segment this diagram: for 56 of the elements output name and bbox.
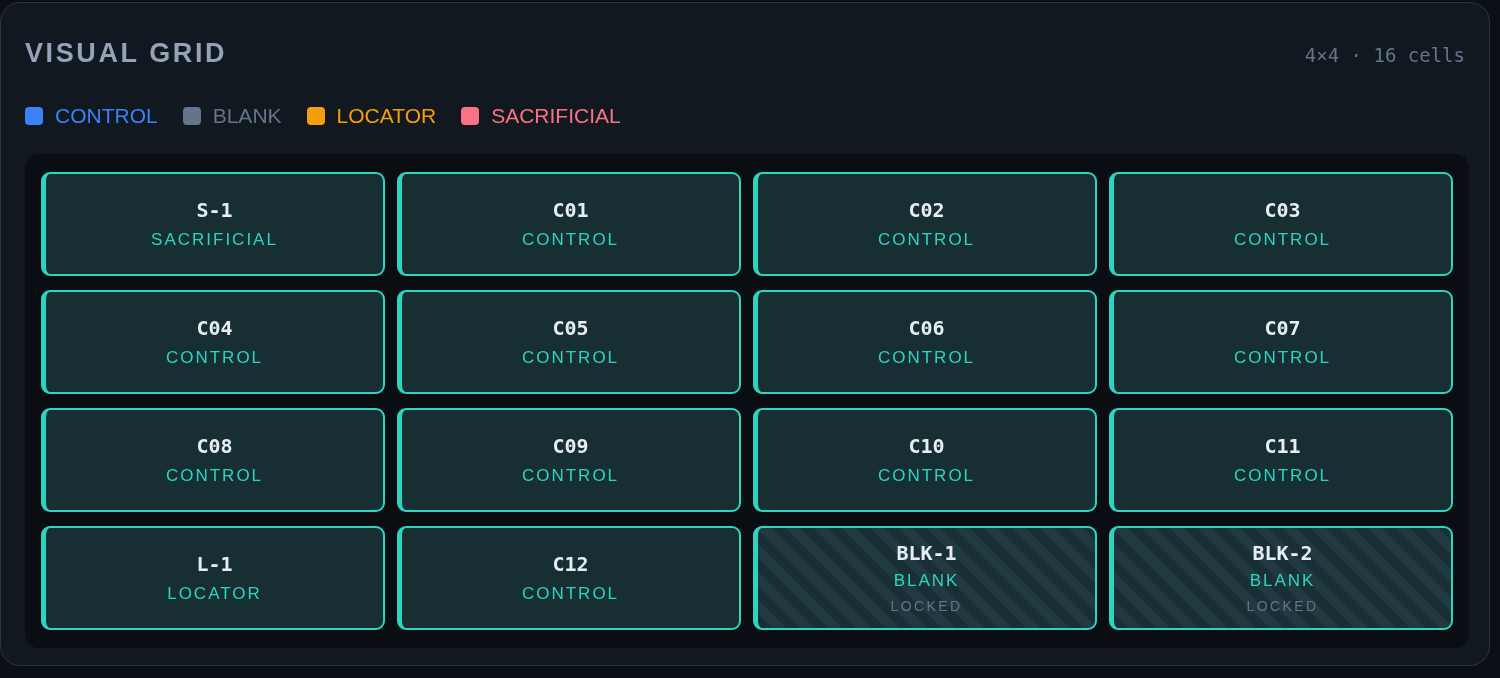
cell-id: C12 (552, 552, 589, 576)
cell-id: C07 (1264, 316, 1301, 340)
grid-cell (753, 526, 1097, 630)
cell-id: C06 (908, 316, 945, 340)
grid-cell (397, 172, 741, 276)
grid-cell (1109, 408, 1453, 512)
grid-cell (1109, 526, 1453, 630)
grid-cell (1109, 172, 1453, 276)
cell-type: CONTROL (1233, 230, 1332, 250)
legend-label: CONTROL (55, 103, 158, 129)
cell-type: CONTROL (1233, 348, 1332, 368)
grid-cell (41, 408, 385, 512)
cell-type: BLANK (1249, 571, 1316, 591)
cell-type: SACRIFICIAL (151, 230, 278, 250)
legend-label: SACRIFICIAL (491, 103, 621, 129)
cell-id: C03 (1264, 198, 1301, 222)
panel-title: VISUAL GRID (25, 37, 228, 69)
cell-id: C08 (196, 434, 233, 458)
grid-cell (753, 408, 1097, 512)
legend-label: BLANK (212, 103, 282, 129)
cell-type: CONTROL (521, 230, 620, 250)
lock-status: LOCKED (1246, 597, 1319, 615)
cell-id: C11 (1264, 434, 1301, 458)
cell-id: C02 (908, 198, 945, 222)
cell-type: LOCATOR (167, 584, 262, 604)
lock-status: LOCKED (890, 597, 963, 615)
legend-label: LOCATOR (336, 103, 437, 129)
grid-size-label: 4×4 · 16 cells (1304, 43, 1465, 67)
grid-cell (753, 290, 1097, 394)
cell-id: C09 (552, 434, 589, 458)
cell-id: L-1 (196, 552, 233, 576)
cell-id: C05 (552, 316, 589, 340)
cell-type: CONTROL (1233, 466, 1332, 486)
cell-type: CONTROL (877, 466, 976, 486)
cell-type: CONTROL (521, 348, 620, 368)
cell-type: CONTROL (165, 348, 264, 368)
cell-type: CONTROL (877, 348, 976, 368)
grid-cell (41, 172, 385, 276)
cell-id: C04 (196, 316, 233, 340)
cell-id: BLK-1 (896, 541, 957, 565)
cell-type: CONTROL (521, 584, 620, 604)
cell-type: CONTROL (877, 230, 976, 250)
cell-id: C10 (908, 434, 945, 458)
grid-cell (41, 526, 385, 630)
cell-type: BLANK (893, 571, 960, 591)
grid-cell (1109, 290, 1453, 394)
cell-id: C01 (552, 198, 589, 222)
cell-type: CONTROL (521, 466, 620, 486)
cell-id: BLK-2 (1252, 541, 1313, 565)
grid-cell (397, 408, 741, 512)
grid-cell (397, 526, 741, 630)
grid-cell (41, 290, 385, 394)
grid-cell (397, 290, 741, 394)
cell-type: CONTROL (165, 466, 264, 486)
cell-id: S-1 (196, 198, 233, 222)
grid-cell (753, 172, 1097, 276)
